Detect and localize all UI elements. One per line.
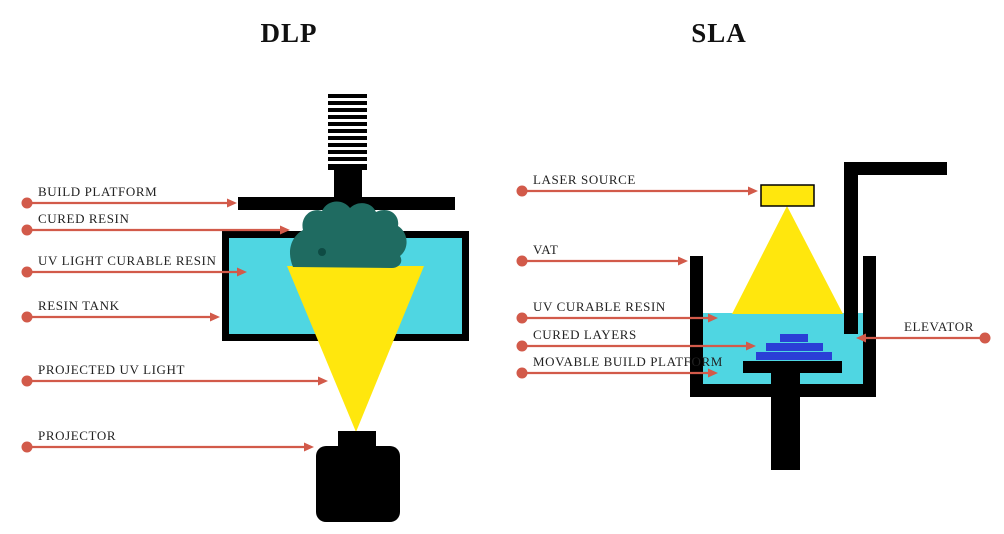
arrowhead-icon — [210, 312, 220, 322]
label-text: RESIN TANK — [38, 298, 120, 313]
label-build-platform: BUILD PLATFORM — [21, 184, 237, 209]
projector-body — [316, 446, 400, 522]
vat-right-wall — [863, 256, 876, 397]
label-uv-curable-resin: UV CURABLE RESIN — [516, 299, 718, 324]
label-laser-source: LASER SOURCE — [516, 172, 758, 197]
label-text: BUILD PLATFORM — [38, 184, 157, 199]
label-cured-resin: CURED RESIN — [21, 211, 290, 236]
arrowhead-icon — [748, 186, 758, 196]
arrowhead-icon — [708, 313, 718, 323]
arrowhead-icon — [708, 368, 718, 378]
label-text: PROJECTED UV LIGHT — [38, 362, 185, 377]
laser-beam-cone — [732, 206, 843, 314]
arrowhead-icon — [304, 442, 314, 452]
arrowhead-icon — [318, 376, 328, 386]
laser-source-box — [760, 184, 815, 207]
dlp-uv-light-cone — [287, 266, 424, 432]
label-resin-tank: RESIN TANK — [21, 298, 220, 323]
dlp-cured-resin-blob — [289, 201, 407, 268]
projector-lens — [338, 431, 376, 448]
arrowhead-icon — [227, 198, 237, 208]
label-projected-uv-light: PROJECTED UV LIGHT — [21, 362, 328, 387]
label-projector: PROJECTOR — [21, 428, 314, 453]
cured-layer-middle — [766, 343, 823, 351]
sla-title: SLA — [691, 18, 747, 48]
blob-eye-dot — [318, 248, 326, 256]
cured-layer-top — [780, 334, 808, 342]
threaded-rod-ridges — [328, 98, 367, 164]
dlp-machine — [222, 94, 469, 522]
label-text: PROJECTOR — [38, 428, 116, 443]
elevator-arm-vertical — [844, 162, 858, 334]
dlp-title: DLP — [261, 18, 318, 48]
label-text: CURED LAYERS — [533, 327, 637, 342]
dlp-build-platform — [238, 197, 455, 210]
label-cured-layers: CURED LAYERS — [516, 327, 756, 352]
arrowhead-icon — [856, 333, 866, 343]
label-text: LASER SOURCE — [533, 172, 636, 187]
label-text: UV LIGHT CURABLE RESIN — [38, 253, 216, 268]
sla-machine — [690, 162, 947, 470]
cured-layer-bottom — [756, 352, 832, 360]
label-elevator: ELEVATOR — [856, 319, 991, 344]
platform-support-column — [771, 373, 800, 470]
label-text: MOVABLE BUILD PLATFORM — [533, 354, 723, 369]
label-uv-light-curable-resin: UV LIGHT CURABLE RESIN — [21, 253, 247, 278]
arrowhead-icon — [746, 341, 756, 351]
arrowhead-icon — [237, 267, 247, 277]
vat-left-wall — [690, 256, 703, 397]
label-vat: VAT — [516, 242, 688, 267]
arrowhead-icon — [280, 225, 290, 235]
sla-build-platform — [743, 361, 842, 373]
label-text: CURED RESIN — [38, 211, 129, 226]
arrowhead-icon — [678, 256, 688, 266]
label-text: VAT — [533, 242, 558, 257]
rod-shaft — [334, 168, 362, 199]
label-text: ELEVATOR — [904, 319, 974, 334]
label-movable-build-platform: MOVABLE BUILD PLATFORM — [516, 354, 723, 379]
elevator-arm-horizontal — [844, 162, 947, 175]
label-text: UV CURABLE RESIN — [533, 299, 666, 314]
